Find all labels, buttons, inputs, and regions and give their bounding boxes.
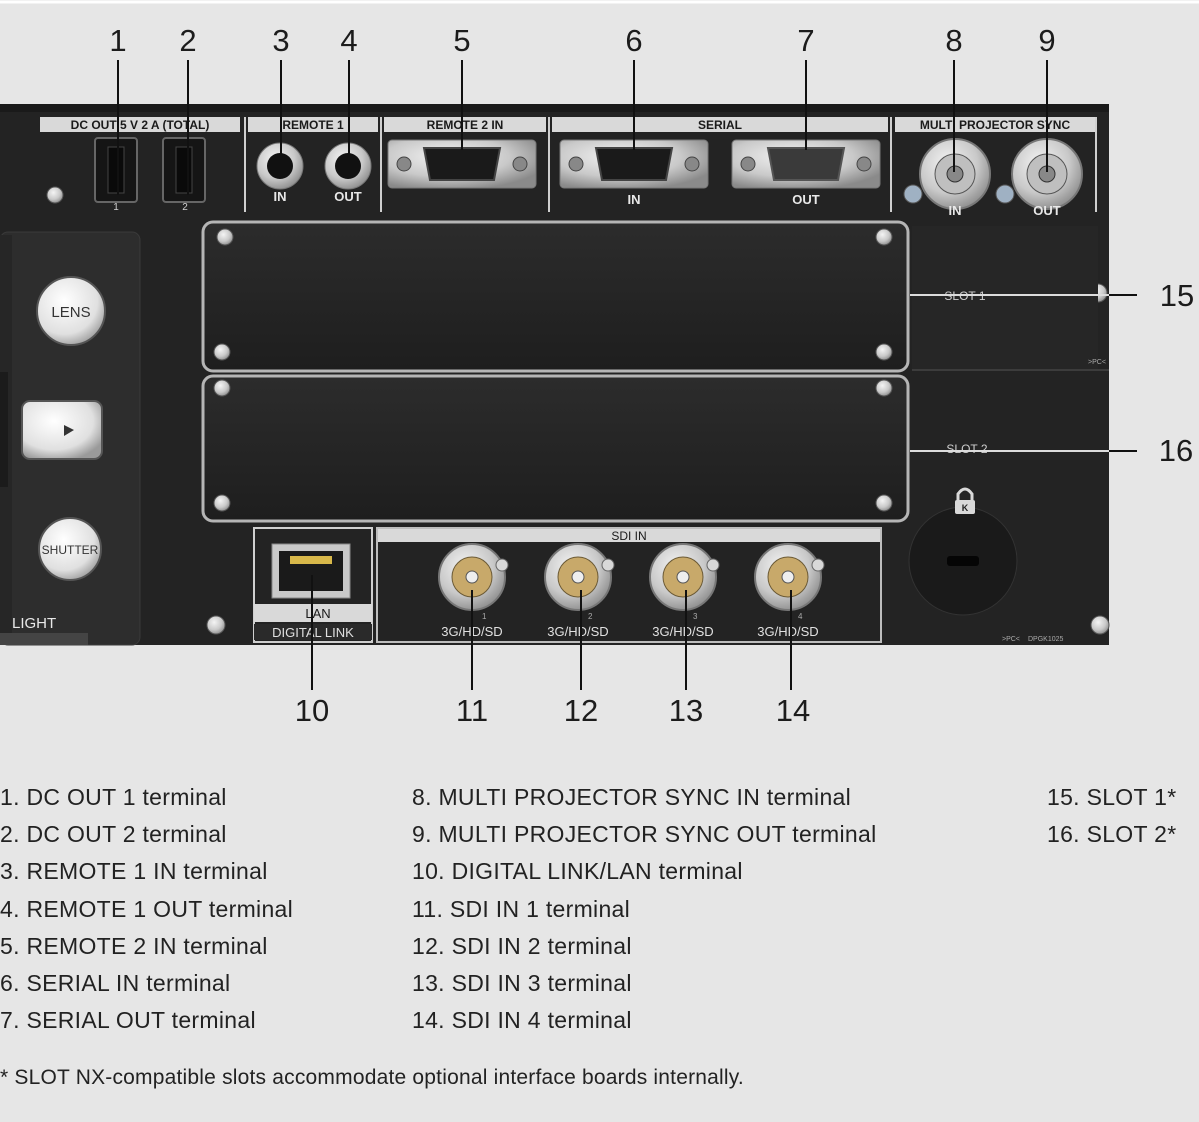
serial-out-label: OUT — [792, 192, 820, 207]
remote1-label: REMOTE 1 — [282, 118, 344, 132]
model-number: DPGK1025 — [1028, 636, 1064, 643]
lens-label: LENS — [51, 304, 90, 321]
legend-column-3: 15. SLOT 1* 16. SLOT 2* — [1047, 779, 1176, 853]
callout-number-12: 12 — [564, 693, 598, 728]
dc-out-2-port[interactable] — [162, 137, 206, 203]
remote2-label: REMOTE 2 IN — [427, 118, 504, 132]
serial-label: SERIAL — [698, 118, 742, 132]
shutter-button[interactable] — [38, 517, 102, 581]
sync-in-connector[interactable] — [903, 138, 991, 210]
remote1-out-label: OUT — [334, 189, 362, 204]
legend-column-1: 1. DC OUT 1 terminal 2. DC OUT 2 terminal… — [0, 779, 293, 1039]
sdi-port-number: 3 — [693, 612, 698, 621]
sdi-format-label: 3G/HD/SD — [652, 624, 713, 639]
legend-item: 1. DC OUT 1 terminal — [0, 784, 227, 810]
remote2-in-connector[interactable] — [387, 139, 537, 189]
callout-number-15: 15 — [1160, 278, 1194, 313]
legend-item: 11. SDI IN 1 terminal — [412, 895, 631, 922]
light-label: LIGHT — [12, 615, 56, 632]
pc-mark-bottom: >PC< — [1002, 636, 1020, 643]
footnote: * SLOT NX-compatible slots accommodate o… — [0, 1066, 744, 1089]
legend-item: 10. DIGITAL LINK/LAN terminal — [412, 858, 743, 885]
play-icon — [64, 425, 74, 436]
legend-item: 2. DC OUT 2 terminal — [0, 821, 227, 848]
callout-number-2: 2 — [179, 23, 196, 58]
callout-number-14: 14 — [776, 693, 810, 728]
sdi-format-label: 3G/HD/SD — [547, 624, 608, 639]
lens-button[interactable] — [36, 276, 106, 346]
sdi-port-number: 1 — [482, 612, 487, 621]
legend-item: 4. REMOTE 1 OUT terminal — [0, 895, 294, 922]
sdi-in-4-connector[interactable] — [754, 543, 825, 611]
slot-1-cover[interactable] — [201, 220, 910, 373]
callout-number-13: 13 — [669, 693, 703, 728]
legend-item: 8. MULTI PROJECTOR SYNC IN terminal — [412, 784, 852, 810]
callout-number-10: 10 — [295, 693, 329, 728]
legend-item: 7. SERIAL OUT terminal — [0, 1007, 256, 1034]
legend-item: 3. REMOTE 1 IN terminal — [0, 858, 268, 885]
callout-number-5: 5 — [453, 23, 470, 58]
sdi-in-2-connector[interactable] — [544, 543, 615, 611]
legend-item: 15. SLOT 1* — [1047, 784, 1177, 810]
pc-mark: >PC< — [1088, 359, 1106, 366]
slot-2-cover[interactable] — [201, 374, 910, 523]
callout-number-9: 9 — [1038, 23, 1055, 58]
callout-number-6: 6 — [625, 23, 642, 58]
callout-number-3: 3 — [272, 23, 289, 58]
legend-item: 16. SLOT 2* — [1047, 821, 1177, 848]
serial-in-connector[interactable] — [559, 139, 709, 189]
lan-port[interactable] — [271, 543, 351, 599]
play-button[interactable] — [21, 400, 103, 460]
sdi-in-label: SDI IN — [611, 529, 646, 543]
control-panel: LENS SHUTTER LIGHT — [0, 231, 141, 646]
sync-out-connector[interactable] — [995, 138, 1083, 210]
security-lock-slot[interactable] — [908, 506, 1018, 616]
legend-item: 14. SDI IN 4 terminal — [412, 1007, 632, 1034]
lock-icon: K — [955, 487, 975, 514]
callout-number-16: 16 — [1159, 433, 1193, 468]
serial-in-label: IN — [628, 192, 641, 207]
lan-label: LAN — [305, 606, 330, 621]
svg-text:K: K — [962, 503, 969, 513]
remote1-in-label: IN — [274, 189, 287, 204]
shutter-label: SHUTTER — [42, 543, 99, 557]
slot-2-label: SLOT 2 — [946, 442, 987, 456]
callout-number-4: 4 — [340, 23, 357, 58]
sdi-in-3-connector[interactable] — [649, 543, 720, 611]
sdi-port-number: 2 — [588, 612, 593, 621]
sdi-format-label: 3G/HD/SD — [757, 624, 818, 639]
legend-column-2: 8. MULTI PROJECTOR SYNC IN terminal 9. MU… — [412, 779, 877, 1039]
sync-in-label: IN — [949, 203, 962, 218]
legend-item: 12. SDI IN 2 terminal — [412, 932, 632, 959]
callout-number-7: 7 — [797, 23, 814, 58]
sdi-port-number: 4 — [798, 612, 803, 621]
legend-item: 5. REMOTE 2 IN terminal — [0, 932, 268, 959]
dc-out-1-port[interactable] — [94, 137, 138, 203]
callout-number-8: 8 — [945, 23, 962, 58]
dc-out-label: DC OUT 5 V 2 A (TOTAL) — [71, 118, 210, 132]
legend-item: 6. SERIAL IN terminal — [0, 970, 231, 997]
sdi-in-1-connector[interactable] — [438, 543, 509, 611]
sync-out-label: OUT — [1033, 203, 1061, 218]
dc-port-2-label: 2 — [182, 202, 188, 213]
serial-out-connector[interactable] — [731, 139, 881, 189]
legend-item: 13. SDI IN 3 terminal — [412, 970, 632, 997]
legend-item: 9. MULTI PROJECTOR SYNC OUT terminal — [412, 821, 877, 848]
sync-label: MULTI PROJECTOR SYNC — [920, 118, 1071, 132]
digital-link-label: DIGITAL LINK — [272, 625, 354, 640]
callout-number-11: 11 — [456, 693, 488, 728]
callout-number-1: 1 — [109, 23, 126, 58]
dc-port-1-label: 1 — [113, 202, 119, 213]
